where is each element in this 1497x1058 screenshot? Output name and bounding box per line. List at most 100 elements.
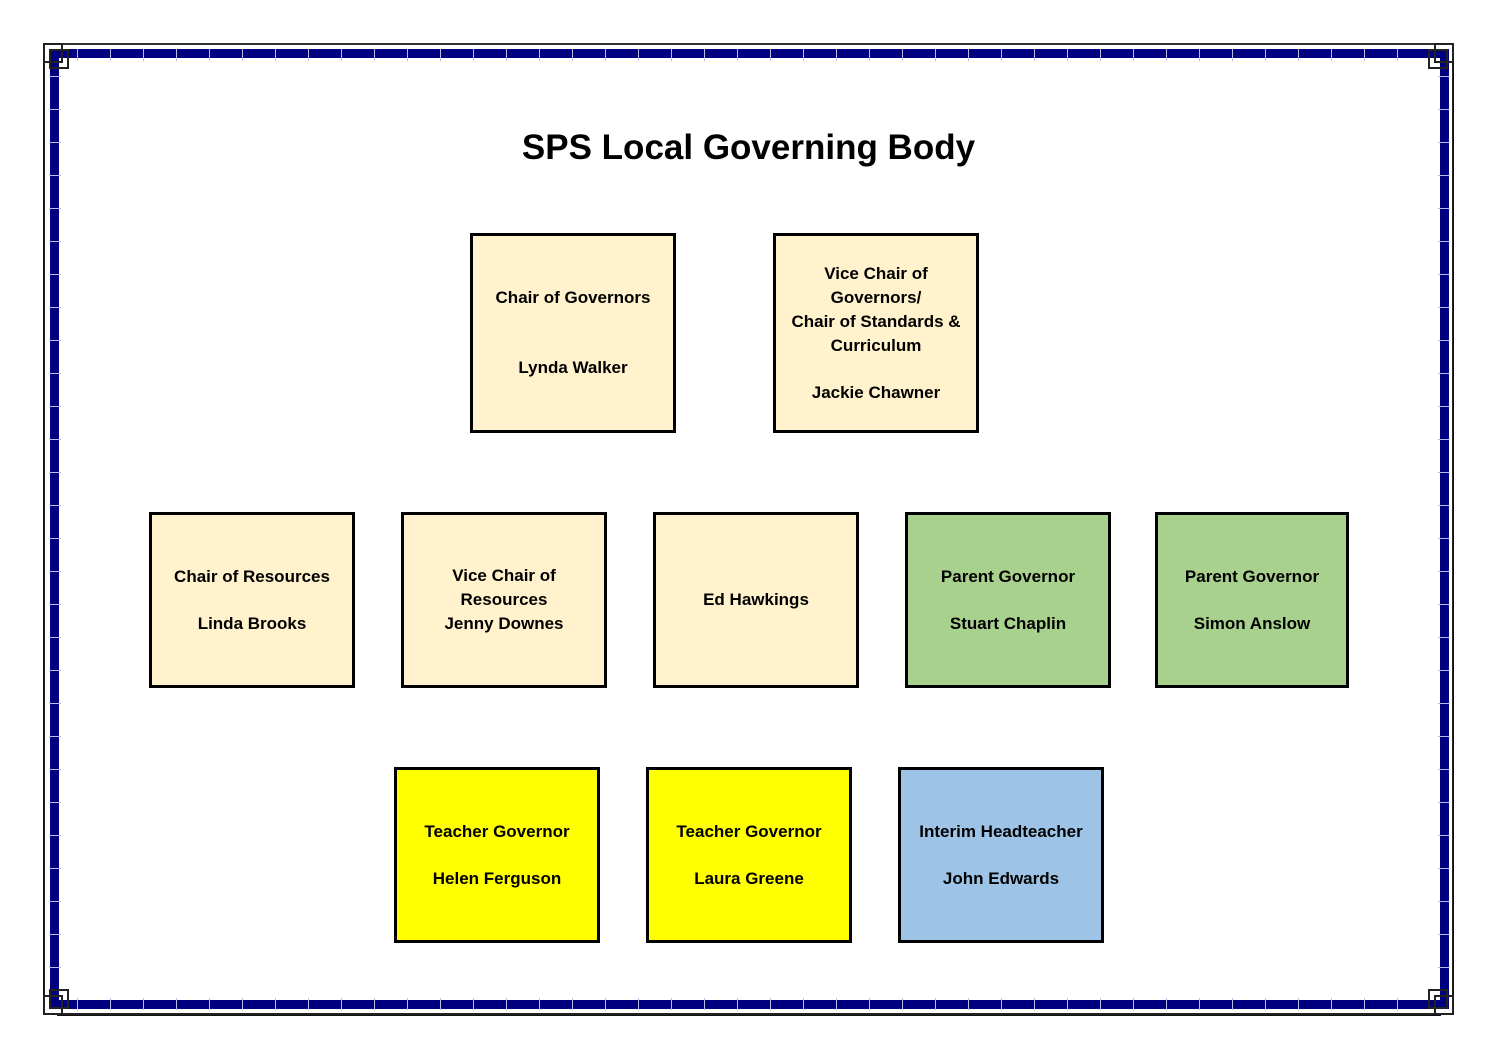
border-tick [638,49,639,61]
border-tick [49,241,61,242]
border-tick [49,703,61,704]
border-tick [49,802,61,803]
border-tick [968,998,969,1010]
border-tick [1265,998,1266,1010]
border-tick [407,998,408,1010]
border-tick [1232,49,1233,61]
border-tick [374,49,375,61]
member-box-teacher-governor: Teacher Governor Helen Ferguson [394,767,600,943]
border-tick [1199,998,1200,1010]
border-tick [869,49,870,61]
border-tick [1438,769,1450,770]
border-tick [935,998,936,1010]
border-tick [1166,49,1167,61]
border-tick [869,998,870,1010]
border-tick [1067,49,1068,61]
corner-ornament-bl-2 [49,989,69,1009]
border-tick [1438,505,1450,506]
border-inner-line [43,57,60,999]
border-tick [1438,802,1450,803]
border-tick [49,175,61,176]
member-box-chair-of-governors: Chair of Governors Lynda Walker [470,233,676,433]
border-tick [1397,998,1398,1010]
border-tick [440,49,441,61]
member-box-chair-of-resources: Chair of Resources Linda Brooks [149,512,355,688]
member-name: Ed Hawkings [703,590,809,609]
corner-ornament-tl [43,43,63,63]
border-tick [1438,340,1450,341]
border-tick [1438,307,1450,308]
member-name: Laura Greene [694,868,804,888]
member-name: Linda Brooks [197,613,307,633]
border-tick [836,49,837,61]
border-tick [1438,142,1450,143]
border-tick [836,998,837,1010]
border-tick [1438,571,1450,572]
border-tick [1438,901,1450,902]
border-tick [1438,868,1450,869]
border-tick [1438,241,1450,242]
border-tick [308,49,309,61]
border-tick [572,998,573,1010]
border-tick [1438,670,1450,671]
border-tick [1232,998,1233,1010]
member-name: Simon Anslow [1193,613,1311,633]
border-tick [49,76,61,77]
member-role: Interim Headteacher [919,821,1083,841]
border-tick [110,49,111,61]
border-tick [1438,967,1450,968]
member-name: John Edwards [942,868,1060,888]
border-tick [242,998,243,1010]
border-tick [49,472,61,473]
border-tick [49,142,61,143]
border-tick [49,307,61,308]
border-tick [49,340,61,341]
border-tick [902,998,903,1010]
border-tick [49,208,61,209]
border-tick [1438,274,1450,275]
border-tick [49,736,61,737]
border-tick [1438,637,1450,638]
member-role: Vice Chair of Governors/ Chair of Standa… [791,263,961,355]
border-tick [1298,49,1299,61]
border-tick [242,49,243,61]
border-tick [737,998,738,1010]
corner-ornament-br [1434,995,1454,1015]
border-tick [671,998,672,1010]
corner-ornament-tl-2 [49,49,69,69]
border-tick [1438,736,1450,737]
corner-ornament-tr [1434,43,1454,63]
border-tick [49,406,61,407]
border-tick [1438,538,1450,539]
member-box-parent-governor: Parent Governor Simon Anslow [1155,512,1349,688]
border-tick [275,998,276,1010]
border-tick [902,49,903,61]
border-tick [143,49,144,61]
border-tick [770,49,771,61]
border-tick [1199,49,1200,61]
border-tick [1331,998,1332,1010]
border-tick [473,49,474,61]
border-tick [440,998,441,1010]
border-tick [49,835,61,836]
member-role: Teacher Governor [676,821,822,841]
border-tick [704,998,705,1010]
border-tick [473,998,474,1010]
border-tick [605,49,606,61]
border-tick [1438,604,1450,605]
border-tick [209,998,210,1010]
border-tick [671,49,672,61]
border-tick [737,49,738,61]
border-tick [49,505,61,506]
member-box-governor: Ed Hawkings [653,512,859,688]
border-tick [803,998,804,1010]
border-tick [49,109,61,110]
border-tick [77,998,78,1010]
border-tick [1067,998,1068,1010]
border-tick [209,49,210,61]
border-tick [49,670,61,671]
border-tick [1166,998,1167,1010]
border-tick [1438,934,1450,935]
border-tick [1001,49,1002,61]
member-box-headteacher: Interim Headteacher John Edwards [898,767,1104,943]
